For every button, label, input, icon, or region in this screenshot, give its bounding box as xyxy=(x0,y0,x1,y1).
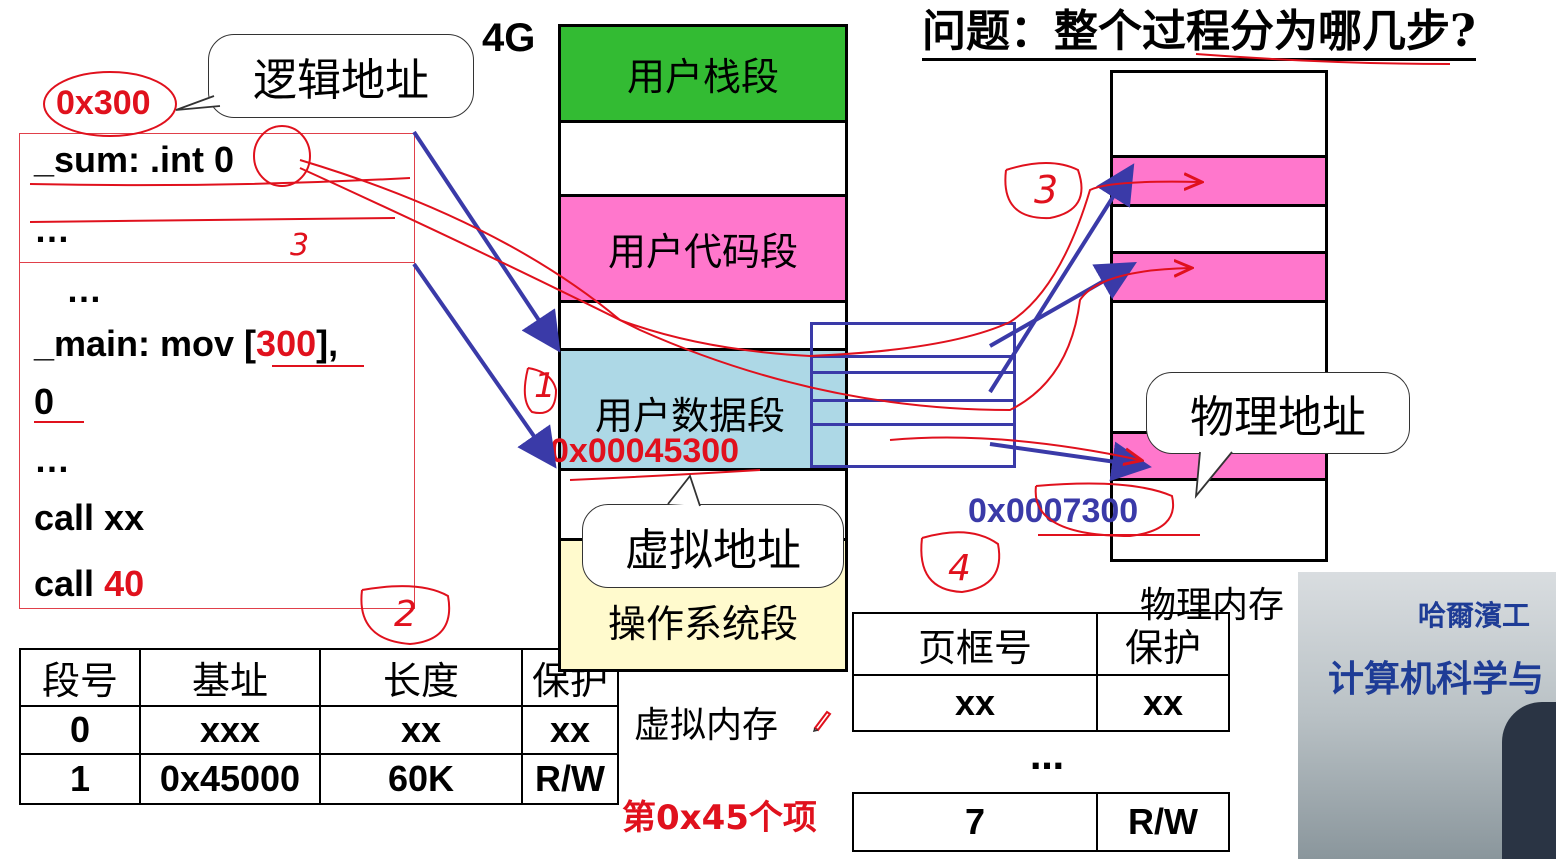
code-ellipsis-3: … xyxy=(34,439,70,480)
step-2-number: 2 xyxy=(394,594,417,635)
seg-header-no: 段号 xyxy=(19,648,141,707)
segment-user-code: 用户代码段 xyxy=(561,197,845,303)
virtual-address-label: 虚拟地址 xyxy=(625,525,801,576)
physical-address-label: 物理地址 xyxy=(1190,392,1366,443)
page-table-header: 页框号 保护 xyxy=(852,612,1230,676)
seg-cell: xxx xyxy=(139,705,321,755)
physical-page-2 xyxy=(1113,251,1325,303)
webcam-sign-line-2: 计算机科学与 xyxy=(1328,659,1545,700)
seg-cell: xx xyxy=(521,705,619,755)
sum-value: 0 xyxy=(214,139,235,180)
seg-cell: 0 xyxy=(19,705,141,755)
virtual-address-value: 0x00045300 xyxy=(550,432,740,470)
question-title: 问题：整个过程分为哪几步? xyxy=(922,6,1476,61)
step-1-number: 1 xyxy=(534,366,556,406)
sum-declaration: _sum: .int 0 xyxy=(34,142,234,178)
entry-note: 第0x45个项 xyxy=(622,798,817,838)
seg-cell: xx xyxy=(319,705,523,755)
virtual-address-callout: 虚拟地址 xyxy=(582,504,844,588)
logical-address-label: 逻辑地址 xyxy=(253,55,429,106)
page-table-row-table: 7 R/W xyxy=(852,792,1230,852)
segment-table: 段号 基址 长度 保护 0 xxx xx xx 1 0x45000 60K R/… xyxy=(19,648,619,805)
seg-cell: 1 xyxy=(19,753,141,805)
main-prefix: _main: mov [ xyxy=(34,323,257,364)
physical-address-value: 0x0007300 xyxy=(968,492,1139,530)
segment-user-stack: 用户栈段 xyxy=(561,27,845,123)
page-table-ellipsis: … xyxy=(1030,738,1064,778)
step-4-number: 4 xyxy=(948,548,971,589)
page-table-line-3 xyxy=(813,399,1013,402)
segment-gap-2 xyxy=(561,303,845,351)
page-header-frame: 页框号 xyxy=(852,612,1098,676)
physical-memory-column xyxy=(1110,70,1328,562)
webcam-person xyxy=(1502,702,1556,859)
table-row: xx xx xyxy=(852,674,1230,732)
physical-page-1 xyxy=(1113,155,1325,207)
logical-address-value: 0x300 xyxy=(56,84,151,122)
page-table-header-table: 页框号 保护 xx xx xyxy=(852,612,1230,732)
table-row: 1 0x45000 60K R/W xyxy=(19,753,619,805)
seg-cell: R/W xyxy=(521,753,619,805)
page-cell: R/W xyxy=(1096,792,1230,852)
code-ellipsis-1: … xyxy=(34,209,70,250)
sum-decl-text: _sum: .int xyxy=(34,139,215,180)
page-header-protect: 保护 xyxy=(1096,612,1230,676)
main-suffix: ], xyxy=(316,323,339,364)
four-g-label: 4G xyxy=(482,16,536,60)
main-zero: 0 xyxy=(34,381,55,422)
seg-cell: 60K xyxy=(319,753,523,805)
page-cell: xx xyxy=(1096,674,1230,732)
webcam-sign-line-1: 哈爾濱工 xyxy=(1418,599,1531,632)
segment-table-header: 段号 基址 长度 保护 xyxy=(19,648,619,707)
seg-header-base: 基址 xyxy=(139,648,321,707)
call2-value: 40 xyxy=(104,563,145,604)
page-cell: 7 xyxy=(852,792,1098,852)
table-row: 7 R/W xyxy=(852,792,1230,852)
code-separator xyxy=(19,262,415,263)
call-xx: call xx xyxy=(34,497,145,538)
seg-header-length: 长度 xyxy=(319,648,523,707)
segment-gap-1 xyxy=(561,123,845,197)
main-address: 300 xyxy=(256,323,317,364)
main-instruction: _main: mov [300], xyxy=(34,326,338,362)
page-table-box xyxy=(810,322,1016,468)
step-3-number: 3 xyxy=(1034,168,1059,212)
code-ellipsis-2: … xyxy=(66,269,102,310)
page-cell: xx xyxy=(852,674,1098,732)
table-row: 0 xxx xx xx xyxy=(19,705,619,755)
call-40: call 40 xyxy=(34,566,144,602)
page-table-line-1 xyxy=(813,355,1013,358)
call2-prefix: call xyxy=(34,563,105,604)
webcam-inset: 哈爾濱工 计算机科学与 xyxy=(1298,572,1556,859)
logical-address-callout: 逻辑地址 xyxy=(208,34,474,118)
pen-icon xyxy=(812,708,834,736)
page-table-line-2 xyxy=(813,371,1013,374)
page-table-line-4 xyxy=(813,423,1013,426)
seg-cell: 0x45000 xyxy=(139,753,321,805)
side-3-number: 3 xyxy=(290,228,310,263)
physical-address-callout: 物理地址 xyxy=(1146,372,1410,454)
virtual-memory-label: 虚拟内存 xyxy=(634,705,779,746)
